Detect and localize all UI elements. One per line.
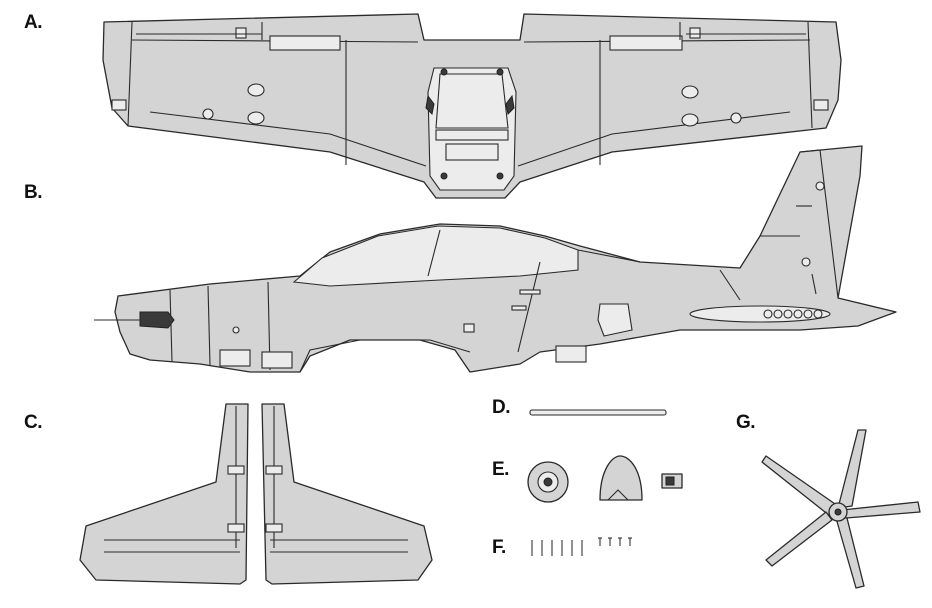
label-f: F. — [492, 537, 506, 558]
spinner-cone — [599, 455, 643, 501]
main-wing — [102, 13, 842, 199]
spinner-backplate — [527, 461, 569, 503]
wing-rod — [529, 409, 667, 416]
fuselage — [94, 145, 897, 373]
propeller — [761, 429, 921, 589]
label-e: E. — [492, 459, 509, 480]
prop-adapter — [661, 473, 683, 489]
label-g: G. — [736, 412, 756, 433]
label-a: A. — [24, 12, 43, 33]
label-d: D. — [492, 397, 511, 418]
horizontal-stabilizer-left — [79, 403, 249, 585]
label-c: C. — [24, 412, 43, 433]
label-b: B. — [24, 182, 43, 203]
screws — [531, 537, 632, 556]
horizontal-stabilizer-right — [261, 403, 433, 585]
